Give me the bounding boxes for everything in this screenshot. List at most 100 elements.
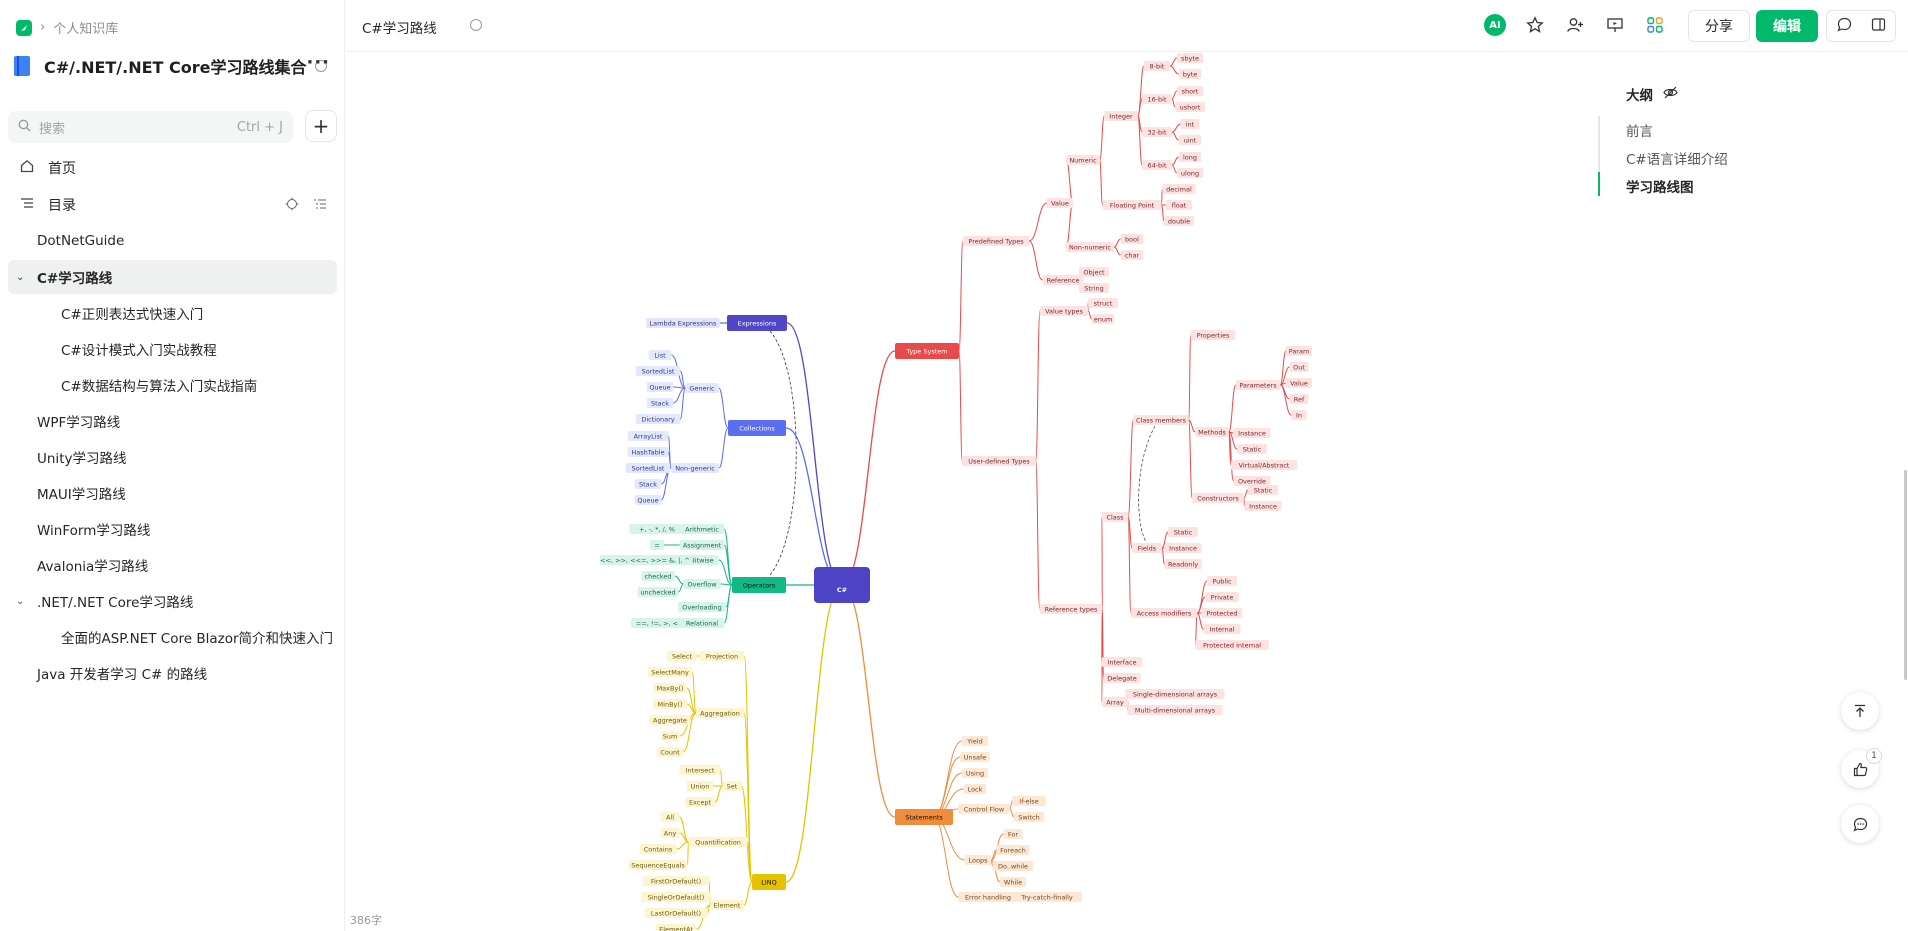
mindmap-node[interactable]: Static <box>1168 527 1198 537</box>
mindmap-node[interactable]: Floating Point <box>1102 200 1162 210</box>
mindmap-node[interactable]: Element <box>710 900 744 910</box>
mindmap-node[interactable]: ushort <box>1175 102 1205 112</box>
kb-title[interactable]: C#/.NET/.NET Core学习路线集合 <box>44 58 307 77</box>
mindmap-node[interactable]: Overloading <box>677 602 727 612</box>
mindmap-node[interactable]: Reference <box>1042 275 1084 285</box>
mindmap-node[interactable]: 16-bit <box>1142 94 1172 104</box>
mindmap-node[interactable]: Aggregation <box>695 708 745 718</box>
mindmap-node[interactable]: Bitwise <box>685 555 719 565</box>
mindmap-node[interactable]: Virtual/Abstract <box>1230 460 1298 470</box>
mindmap-node[interactable]: Aggregate <box>649 715 691 725</box>
mindmap-node[interactable]: Override <box>1233 476 1271 486</box>
mindmap-node[interactable]: Value <box>1046 198 1074 208</box>
mindmap-node[interactable]: Intersect <box>679 765 721 775</box>
mindmap-node[interactable]: enum <box>1091 314 1115 324</box>
mindmap-node[interactable]: Param <box>1285 346 1313 356</box>
mindmap-node[interactable]: LastOrDefault() <box>644 908 708 918</box>
mindmap-node[interactable]: Non-generic <box>670 463 720 473</box>
mindmap-node[interactable]: SelectMany <box>647 667 693 677</box>
mindmap-node[interactable]: +, -, *, /, % <box>629 524 685 534</box>
tree-item[interactable]: Java 开发者学习 C# 的路线 <box>8 656 337 690</box>
mindmap-node[interactable]: Any <box>660 828 680 838</box>
mindmap-node[interactable]: SingleOrDefault() <box>641 892 711 902</box>
mindmap-node[interactable]: 64-bit <box>1142 160 1172 170</box>
mindmap-node[interactable]: unchecked <box>637 587 679 597</box>
mindmap-node[interactable]: Numeric <box>1066 155 1100 165</box>
mindmap-node[interactable]: Integer <box>1104 111 1138 121</box>
mindmap-node[interactable]: Yield <box>961 736 989 746</box>
mindmap-node[interactable]: Private <box>1205 592 1239 602</box>
mindmap-node[interactable]: Protected internal <box>1195 640 1269 650</box>
mindmap-node[interactable]: Instance <box>1244 501 1282 511</box>
add-collaborator-icon[interactable] <box>1564 14 1586 36</box>
mindmap-node[interactable]: Queue <box>634 495 662 505</box>
comment-button[interactable] <box>1841 805 1879 843</box>
mindmap-node[interactable]: Control Flow <box>958 804 1010 814</box>
mindmap-node[interactable]: Stack <box>634 479 662 489</box>
mindmap-node[interactable]: Class members <box>1133 415 1189 425</box>
mindmap-node[interactable]: Relational <box>679 618 725 628</box>
mindmap-node[interactable]: ==, !=, >, < <box>631 618 683 628</box>
tree-item[interactable]: MAUI学习路线 <box>8 476 337 510</box>
outline-item[interactable]: C#语言详细介绍 <box>1626 152 1728 168</box>
mindmap-node[interactable]: double <box>1164 216 1194 226</box>
mindmap-node[interactable]: Instance <box>1164 543 1202 553</box>
mindmap-node[interactable]: decimal <box>1162 184 1196 194</box>
mindmap-node[interactable]: In <box>1291 410 1307 420</box>
mindmap-node[interactable]: MaxBy() <box>653 683 687 693</box>
tree-item[interactable]: 全面的ASP.NET Core Blazor简介和快速入门 <box>8 620 337 654</box>
mindmap-node[interactable]: Class <box>1101 512 1129 522</box>
mindmap-node[interactable]: SortedList <box>625 463 671 473</box>
nav-toc[interactable]: 目录 <box>8 188 337 222</box>
star-icon[interactable] <box>1524 14 1546 36</box>
mindmap-node[interactable]: ArrayList <box>627 431 669 441</box>
outline-item[interactable]: 前言 <box>1626 124 1653 140</box>
mindmap-node[interactable]: Except <box>685 797 715 807</box>
mindmap-node[interactable]: sbyte <box>1176 53 1204 63</box>
mindmap-node[interactable]: Single-dimensional arrays <box>1125 689 1225 699</box>
mindmap-node[interactable]: All <box>660 812 680 822</box>
tree-item[interactable]: ⌄.NET/.NET Core学习路线 <box>8 584 337 618</box>
mindmap-node[interactable]: Using <box>961 768 989 778</box>
mindmap-node[interactable]: If-else <box>1012 796 1046 806</box>
hide-eye-icon[interactable] <box>1663 86 1678 103</box>
mindmap-node[interactable]: Static <box>1237 444 1267 454</box>
branch-type-system[interactable]: Type System <box>895 343 959 359</box>
mindmap-node[interactable]: Properties <box>1190 330 1236 340</box>
mindmap-node[interactable]: Set <box>722 781 742 791</box>
mindmap-node[interactable]: SortedList <box>635 366 681 376</box>
mindmap-node[interactable]: ElementAt <box>655 924 697 931</box>
mindmap-node[interactable]: Assignment <box>679 540 725 550</box>
mindmap-node[interactable]: Unsafe <box>960 752 990 762</box>
yuque-logo-icon[interactable] <box>16 19 32 36</box>
share-button[interactable]: 分享 <box>1688 10 1750 42</box>
mindmap-node[interactable]: Constructors <box>1192 493 1244 503</box>
mindmap-node[interactable]: Static <box>1248 485 1278 495</box>
mindmap-node[interactable]: Lock <box>963 784 987 794</box>
mindmap-node[interactable]: HashTable <box>627 447 669 457</box>
mindmap-node[interactable]: short <box>1176 86 1204 96</box>
mindmap-node[interactable]: SequenceEquals <box>628 860 688 870</box>
mindmap-node[interactable]: Error handling <box>958 892 1018 902</box>
mindmap-node[interactable]: long <box>1178 152 1202 162</box>
mindmap-node[interactable]: Try-catch-finally <box>1012 892 1082 902</box>
mindmap-node[interactable]: For <box>1003 829 1023 839</box>
mindmap-node[interactable]: 32-bit <box>1142 127 1172 137</box>
mindmap-node[interactable]: Contains <box>639 844 677 854</box>
mindmap-node[interactable]: Quantification <box>688 837 748 847</box>
mindmap-node[interactable]: FirstOrDefault() <box>642 876 710 886</box>
branch-statements[interactable]: Statements <box>895 809 953 825</box>
mindmap-node[interactable]: Ref <box>1289 394 1309 404</box>
branch-collections[interactable]: Collections <box>728 420 786 436</box>
tree-item[interactable]: WinForm学习路线 <box>8 512 337 546</box>
scrollbar[interactable] <box>1904 470 1907 680</box>
sidebar-panel-icon[interactable] <box>1871 17 1886 36</box>
mindmap-node[interactable]: Projection <box>699 651 745 661</box>
mindmap-node[interactable]: bool <box>1120 234 1144 244</box>
mindmap-node[interactable]: Foreach <box>996 845 1030 855</box>
mindmap-node[interactable]: Delegate <box>1103 673 1141 683</box>
mindmap-node[interactable]: 8-bit <box>1143 61 1171 71</box>
branch-linq[interactable]: LINQ <box>752 874 786 890</box>
back-to-top-button[interactable] <box>1841 692 1879 730</box>
mindmap-node[interactable]: Protected <box>1201 608 1243 618</box>
